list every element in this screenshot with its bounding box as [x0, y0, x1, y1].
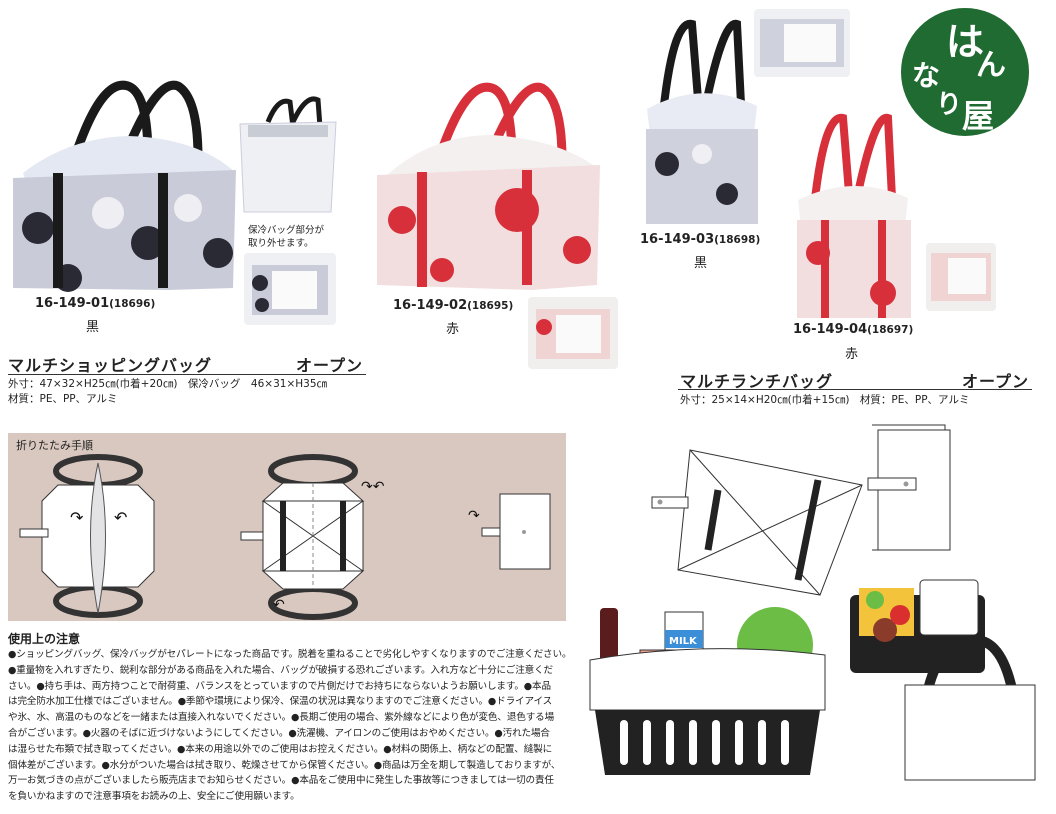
product-color: 黒	[86, 320, 100, 335]
product-color: 赤	[446, 322, 460, 337]
svg-text:は: は	[946, 20, 984, 64]
svg-text:↷: ↷	[468, 508, 480, 524]
product-code: 16-149-04(18697)	[793, 322, 914, 337]
product-name: マルチショッピングバッグ	[8, 356, 213, 375]
divider	[8, 374, 366, 375]
lunch-bag-red-photo	[797, 113, 911, 318]
svg-text:な: な	[912, 59, 940, 92]
product-code: 16-149-01(18696)	[35, 296, 156, 311]
cooler-bag-photo	[239, 96, 337, 213]
bento-illustration	[850, 579, 1036, 781]
svg-text:↶: ↶	[273, 597, 285, 613]
product-color: 黒	[694, 256, 708, 271]
folding-step-1-diagram: ↷↶	[19, 454, 155, 618]
product-price: オープン	[962, 372, 1030, 391]
product-name: マルチランチバッグ	[680, 372, 834, 391]
shopping-bag-red-photo	[377, 82, 600, 290]
notes-title: 使用上の注意	[8, 632, 81, 646]
notes-line: は湿らせた布類で拭き取ってください。●本来の用途以外でのご使用はお控えください。…	[8, 743, 553, 755]
svg-text:↷: ↷	[70, 508, 84, 527]
notes-line: 個体差がございます。●水分がついた場合は拭き取り、乾燥させてから保管ください。●…	[8, 759, 561, 771]
svg-text:屋: 屋	[962, 97, 994, 135]
notes-line: 合がございます。●火器のそばに近づけないようにしてください。●洗濯機、アイロンの…	[8, 727, 550, 739]
product-material: 材質：PE、PP、アルミ	[8, 393, 118, 405]
lunch-bag-flat-illustration	[651, 424, 951, 596]
product-price: オープン	[296, 356, 364, 375]
folding-title: 折りたたみ手順	[16, 439, 93, 452]
svg-text:り: り	[936, 90, 962, 120]
folding-step-2-diagram: ↷↶ ↶	[240, 454, 385, 620]
product-spec: 外寸：25×14×H20㎝(巾着+15㎝) 材質：PE、PP、アルミ	[680, 394, 970, 406]
folding-step-3-diagram: ↷	[468, 493, 551, 570]
product-code: 16-149-02(18695)	[393, 298, 514, 313]
folding-instructions-panel: 折りたたみ手順 ↷↶ ↷↶↶ ↷	[8, 433, 566, 621]
package-photo	[244, 253, 336, 325]
basket-illustration: MILK	[589, 607, 826, 775]
cooler-caption-line: 保冷バッグ部分が	[248, 225, 325, 236]
notes-line: さい。●持ち手は、両方持つことで耐荷重、バランスをとっていますので片側だけでお持…	[8, 680, 551, 692]
package-photo	[926, 243, 996, 311]
package-photo	[528, 297, 618, 369]
milk-label: MILK	[669, 636, 698, 647]
notes-body: ●ショッピングバッグ、保冷バッグがセパレートになった商品です。脱着を重ねることで…	[8, 647, 572, 805]
cooler-caption-line: 取り外せます。	[248, 238, 314, 249]
svg-text:↶: ↶	[114, 508, 127, 527]
product-size: 外寸：47×32×H25㎝(巾着+20㎝) 保冷バッグ 46×31×H35㎝	[8, 378, 327, 390]
lunch-bag-black-photo	[646, 19, 758, 224]
notes-line: ●ショッピングバッグ、保冷バッグがセパレートになった商品です。脱着を重ねることで…	[8, 649, 572, 660]
notes-line: は完全防水加工仕様ではございません。●季節や環境により保冷、保温の状況は異なりま…	[8, 696, 553, 708]
divider	[678, 389, 1032, 390]
svg-text:ん: ん	[976, 48, 1006, 83]
notes-line: 万一お気づきの点がございましたら販売店までお知らせください。●本品をご使用中に発…	[8, 775, 554, 787]
svg-text:↷↶: ↷↶	[361, 479, 385, 495]
shopping-bag-black-photo	[13, 80, 236, 292]
notes-line: を負いかねますので注意事項をお読みの上、安全にご使用願います。	[8, 791, 300, 803]
package-photo	[754, 9, 850, 77]
brand-logo: は ん な り 屋	[901, 8, 1029, 136]
product-code: 16-149-03(18698)	[640, 232, 761, 247]
notes-line: ●重量物を入れすぎたり、鋭利な部分がある商品を入れた場合、バッグが破損する恐れご…	[8, 664, 553, 676]
product-color: 赤	[845, 347, 859, 362]
notes-line: や氷、水、高温のものなどを一緒または直接入れないでください。●長期ご使用の場合、…	[8, 712, 555, 724]
